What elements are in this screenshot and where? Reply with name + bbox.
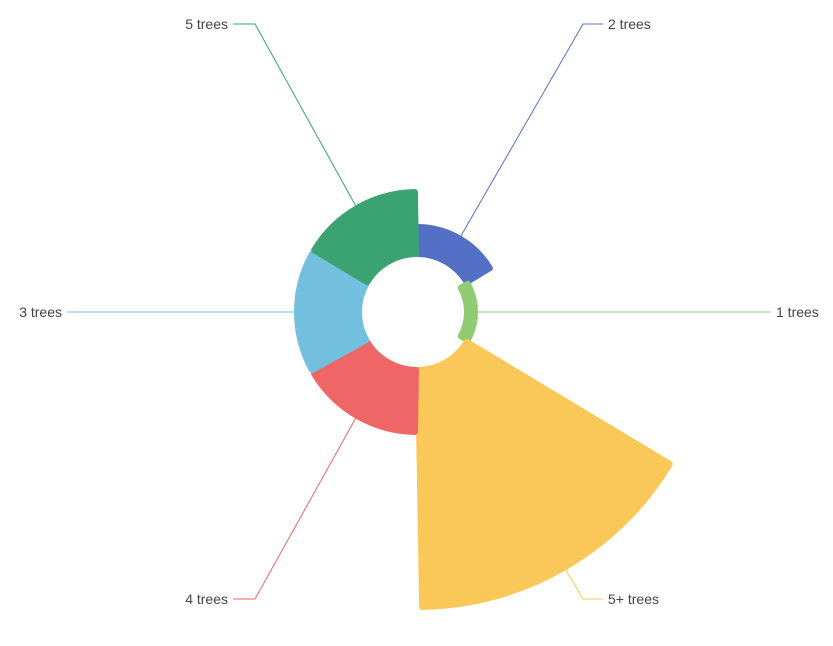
leader-line-4-trees	[233, 418, 356, 600]
leader-line-5-trees	[233, 23, 356, 206]
label-layer: 2 trees 1 trees 5+ trees 4 trees 3 trees 5 tr…	[19, 16, 819, 607]
sector-5plus-trees[interactable]	[415, 338, 673, 610]
sector-4-trees[interactable]	[311, 338, 419, 435]
sector-1-trees[interactable]	[457, 280, 478, 344]
leader-line-5plus-trees	[565, 569, 603, 600]
label-1-trees: 1 trees	[776, 304, 819, 320]
label-3-trees: 3 trees	[19, 304, 62, 320]
leader-line-2-trees	[460, 23, 603, 237]
leader-line-layer	[67, 23, 771, 600]
label-4-trees: 4 trees	[185, 591, 228, 607]
sector-3-trees[interactable]	[294, 250, 370, 374]
sector-2-trees[interactable]	[415, 224, 493, 286]
label-2-trees: 2 trees	[608, 16, 651, 32]
sector-5-trees[interactable]	[311, 189, 419, 286]
label-5-trees: 5 trees	[185, 16, 228, 32]
label-5plus-trees: 5+ trees	[608, 591, 659, 607]
sector-layer	[294, 189, 673, 610]
